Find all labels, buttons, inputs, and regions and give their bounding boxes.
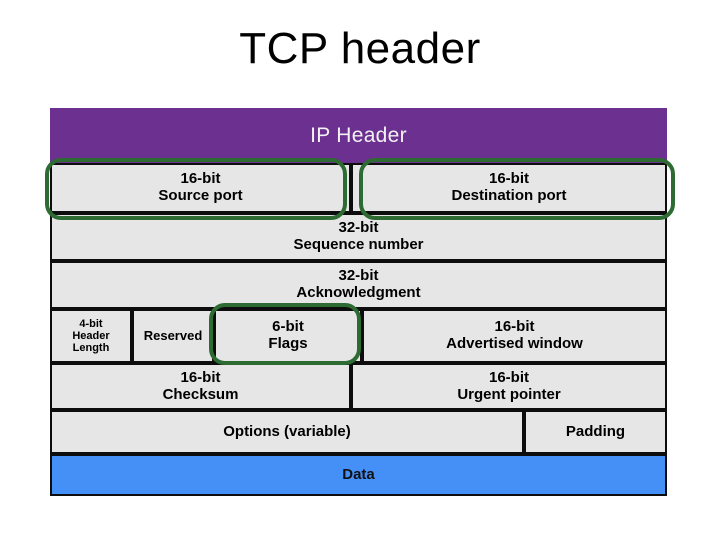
field-checksum-label: Checksum xyxy=(162,385,239,403)
field-sequence-number-bits: 32-bit xyxy=(338,219,379,237)
field-urgent-pointer: 16-bit Urgent pointer xyxy=(351,363,667,410)
field-urgent-pointer-label: Urgent pointer xyxy=(457,385,561,403)
field-destination-port-label: Destination port xyxy=(451,187,567,204)
field-header-length: 4-bit Header Length xyxy=(50,309,132,363)
field-advertised-window-bits: 16-bit xyxy=(494,318,535,336)
page-title: TCP header xyxy=(239,24,481,73)
field-destination-port: 16-bit Destination port xyxy=(351,163,667,213)
field-flags: 6-bit Flags xyxy=(214,309,362,363)
field-header-length-bits: 4-bit xyxy=(79,317,103,330)
field-sequence-number-label: Sequence number xyxy=(293,236,424,253)
tcp-header-diagram: IP Header 16-bit Source port 16-bit Dest… xyxy=(45,108,675,496)
field-row-sequence: 32-bit Sequence number xyxy=(50,213,667,261)
field-acknowledgment-label: Acknowledgment xyxy=(296,284,421,301)
field-acknowledgment-bits: 32-bit xyxy=(338,267,379,285)
field-reserved-label: Reserved xyxy=(143,327,203,343)
field-row-data: Data xyxy=(50,454,667,496)
field-source-port-bits: 16-bit xyxy=(180,170,221,188)
field-padding: Padding xyxy=(524,410,667,454)
field-checksum-bits: 16-bit xyxy=(180,368,221,386)
field-options: Options (variable) xyxy=(50,410,524,454)
field-flags-label: Flags xyxy=(268,335,308,352)
field-sequence-number: 32-bit Sequence number xyxy=(50,213,667,261)
field-advertised-window-label: Advertised window xyxy=(446,335,583,352)
field-reserved: Reserved xyxy=(132,309,214,363)
field-source-port-label: Source port xyxy=(158,187,243,204)
field-row-options: Options (variable) Padding xyxy=(50,410,667,454)
ip-header-band: IP Header xyxy=(50,108,667,163)
field-acknowledgment: 32-bit Acknowledgment xyxy=(50,261,667,309)
field-checksum: 16-bit Checksum xyxy=(50,363,351,410)
field-row-flags: 4-bit Header Length Reserved 6-bit Flags… xyxy=(50,309,667,363)
field-data: Data xyxy=(50,454,667,496)
field-row-checksum: 16-bit Checksum 16-bit Urgent pointer xyxy=(50,363,667,410)
field-flags-bits: 6-bit xyxy=(272,318,304,336)
ip-header-label: IP Header xyxy=(310,123,407,147)
field-row-ports: 16-bit Source port 16-bit Destination po… xyxy=(50,163,667,213)
field-options-label: Options (variable) xyxy=(223,422,351,440)
field-row-acknowledgment: 32-bit Acknowledgment xyxy=(50,261,667,309)
field-urgent-pointer-bits: 16-bit xyxy=(488,368,529,386)
field-header-length-label-1: Header xyxy=(72,329,110,342)
field-source-port: 16-bit Source port xyxy=(50,163,351,213)
field-destination-port-bits: 16-bit xyxy=(488,170,529,188)
field-data-label: Data xyxy=(342,465,375,483)
field-header-length-label-2: Length xyxy=(72,342,110,355)
field-padding-label: Padding xyxy=(565,422,626,440)
field-advertised-window: 16-bit Advertised window xyxy=(362,309,667,363)
